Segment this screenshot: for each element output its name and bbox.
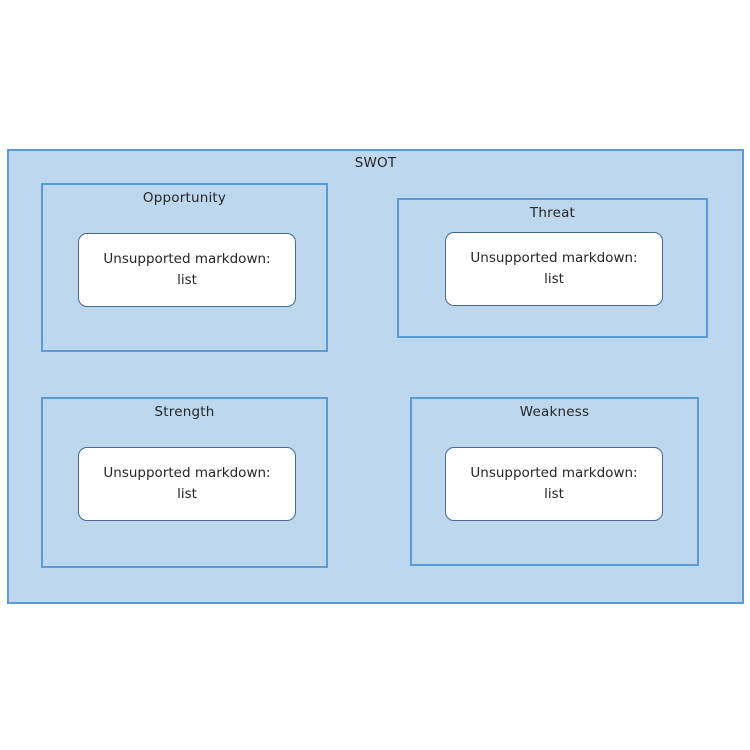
quadrant-title-opportunity: Opportunity bbox=[142, 190, 227, 206]
content-line-secondary: list bbox=[177, 486, 197, 502]
quadrant-opportunity[interactable]: Opportunity Unsupported markdown: list bbox=[41, 183, 328, 352]
quadrant-title-strength: Strength bbox=[154, 404, 215, 420]
quadrant-title-weakness: Weakness bbox=[519, 404, 590, 420]
content-line-secondary: list bbox=[544, 486, 564, 502]
quadrant-weakness[interactable]: Weakness Unsupported markdown: list bbox=[410, 397, 699, 566]
content-box-strength[interactable]: Unsupported markdown: list bbox=[78, 447, 296, 521]
content-box-weakness[interactable]: Unsupported markdown: list bbox=[445, 447, 663, 521]
content-line-primary: Unsupported markdown: bbox=[103, 465, 271, 481]
content-box-opportunity[interactable]: Unsupported markdown: list bbox=[78, 233, 296, 307]
content-line-primary: Unsupported markdown: bbox=[470, 465, 638, 481]
content-line-primary: Unsupported markdown: bbox=[103, 251, 271, 267]
quadrant-title-threat: Threat bbox=[529, 205, 576, 221]
quadrant-strength[interactable]: Strength Unsupported markdown: list bbox=[41, 397, 328, 568]
swot-title: SWOT bbox=[354, 155, 397, 171]
content-box-threat[interactable]: Unsupported markdown: list bbox=[445, 232, 663, 306]
content-line-secondary: list bbox=[544, 271, 564, 287]
quadrant-threat[interactable]: Threat Unsupported markdown: list bbox=[397, 198, 708, 338]
content-line-secondary: list bbox=[177, 272, 197, 288]
swot-container[interactable]: SWOT Opportunity Unsupported markdown: l… bbox=[7, 149, 744, 604]
content-line-primary: Unsupported markdown: bbox=[470, 250, 638, 266]
